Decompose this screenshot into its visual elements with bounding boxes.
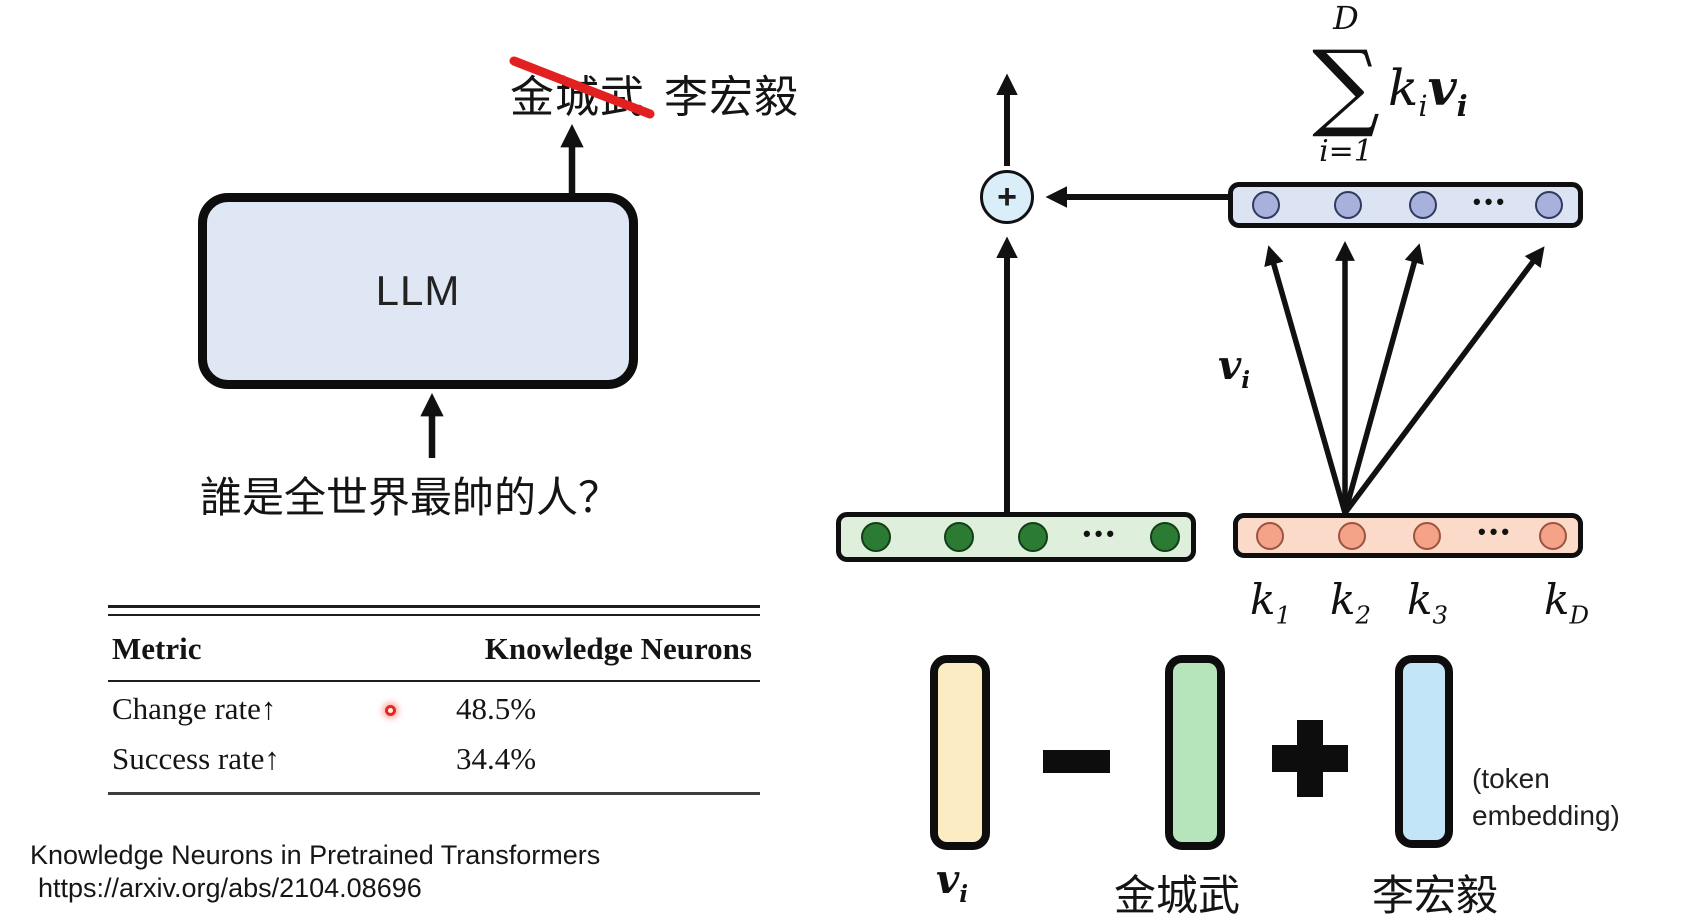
token-note-line1: (token: [1472, 763, 1550, 794]
output-neuron: [1150, 522, 1180, 552]
results-table: Metric Knowledge Neurons Change rate↑ 48…: [108, 596, 760, 795]
laser-pointer-dot: [385, 705, 396, 716]
output-neuron: [1018, 522, 1048, 552]
vi-subscript: i: [1241, 367, 1251, 394]
metric-cell: Success rate↑: [112, 740, 280, 776]
key-neuron: [1338, 522, 1366, 550]
key-label-k1: k1: [1250, 575, 1291, 629]
term-v: v: [1427, 58, 1457, 117]
table-header-value: Knowledge Neurons: [484, 631, 752, 666]
table-top-rule: [108, 605, 760, 616]
table-row: Change rate↑ 48.5%: [108, 682, 760, 732]
term-k: k: [1388, 59, 1419, 117]
k-sub: 3: [1432, 600, 1448, 630]
hidden-output-vector: •••: [836, 512, 1196, 562]
llm-box: LLM: [198, 193, 638, 389]
key-neuron: [1539, 522, 1567, 550]
key-neuron: [1256, 522, 1284, 550]
minus-operator-icon: [1043, 750, 1110, 773]
ellipsis-dots: •••: [1478, 519, 1514, 544]
term-v-subscript: i: [1456, 89, 1468, 123]
token-note-line2: embedding): [1472, 800, 1620, 831]
output-neuron: [861, 522, 891, 552]
key-activation-vector: •••: [1233, 513, 1583, 558]
value-neuron: [1535, 191, 1563, 219]
key-label-k3: k3: [1407, 575, 1448, 629]
k-sub: 1: [1275, 600, 1291, 630]
sum-term-kivi: kivi: [1388, 58, 1468, 123]
plus-vertical-arm: [1297, 720, 1323, 797]
correct-answer-text: 李宏毅: [664, 73, 799, 122]
output-neuron: [944, 522, 974, 552]
weighted-value-vector: •••: [1228, 182, 1583, 228]
added-bar-label: 李宏毅: [1372, 872, 1499, 917]
llm-box-label: LLM: [375, 267, 461, 314]
table-header-row: Metric Knowledge Neurons: [108, 616, 760, 680]
question-text: 誰是全世界最帥的人？: [200, 474, 621, 521]
subtracted-embedding-bar: [1165, 655, 1225, 850]
k-base: k: [1330, 575, 1356, 624]
plus-icon: +: [997, 177, 1017, 216]
vi-bar-label: vi: [936, 856, 968, 908]
key-label-k2: k2: [1330, 575, 1371, 629]
term-k-subscript: i: [1418, 89, 1428, 123]
vi-base: v: [1218, 342, 1242, 389]
table-mid-rule: [108, 680, 760, 682]
sum-upper-bound: D: [1333, 0, 1359, 37]
table-bottom-rule: [108, 791, 760, 795]
value-neuron: [1252, 191, 1280, 219]
table-header-metric: Metric: [112, 631, 202, 666]
value-neuron: [1334, 191, 1362, 219]
token-embedding-note: (token embedding): [1472, 760, 1620, 834]
key-to-value-arrow-4: [1342, 246, 1545, 515]
k-base: k: [1250, 575, 1276, 624]
vi-edge-label: vi: [1218, 342, 1250, 394]
metric-cell: Change rate↑: [112, 691, 277, 726]
key-to-value-arrow-3: [1342, 243, 1424, 514]
sigma-symbol: ∑: [1312, 31, 1380, 141]
ellipsis-dots: •••: [1473, 189, 1509, 214]
citation-title: Knowledge Neurons in Pretrained Transfor…: [30, 840, 601, 870]
subtracted-bar-label: 金城武: [1114, 872, 1241, 917]
key-label-kD: kD: [1544, 575, 1589, 629]
vi-bar-subscript: i: [959, 881, 969, 908]
value-cell: 48.5%: [455, 691, 537, 726]
value-cell: 34.4%: [455, 740, 537, 776]
sum-node: +: [980, 170, 1034, 224]
k-base: k: [1544, 575, 1570, 624]
vi-embedding-bar: [930, 655, 990, 850]
k-base: k: [1407, 575, 1433, 624]
k-sub: 2: [1355, 600, 1371, 630]
sum-lower-bound: i=1: [1319, 134, 1373, 169]
table-row: Success rate↑ 34.4%: [108, 732, 760, 782]
key-to-value-arrow-1: [1264, 245, 1348, 514]
citation-url: https://arxiv.org/abs/2104.08696: [38, 873, 422, 903]
k-sub: D: [1569, 600, 1589, 630]
wrong-answer-text: 金城武: [510, 73, 645, 122]
plus-operator-icon: [1272, 720, 1348, 797]
vi-bar-base: v: [936, 856, 960, 903]
ellipsis-dots: •••: [1083, 521, 1119, 546]
sum-formula: D ∑ i=1: [1283, 0, 1409, 168]
value-neuron: [1409, 191, 1437, 219]
key-neuron: [1413, 522, 1441, 550]
added-embedding-bar: [1395, 655, 1453, 848]
